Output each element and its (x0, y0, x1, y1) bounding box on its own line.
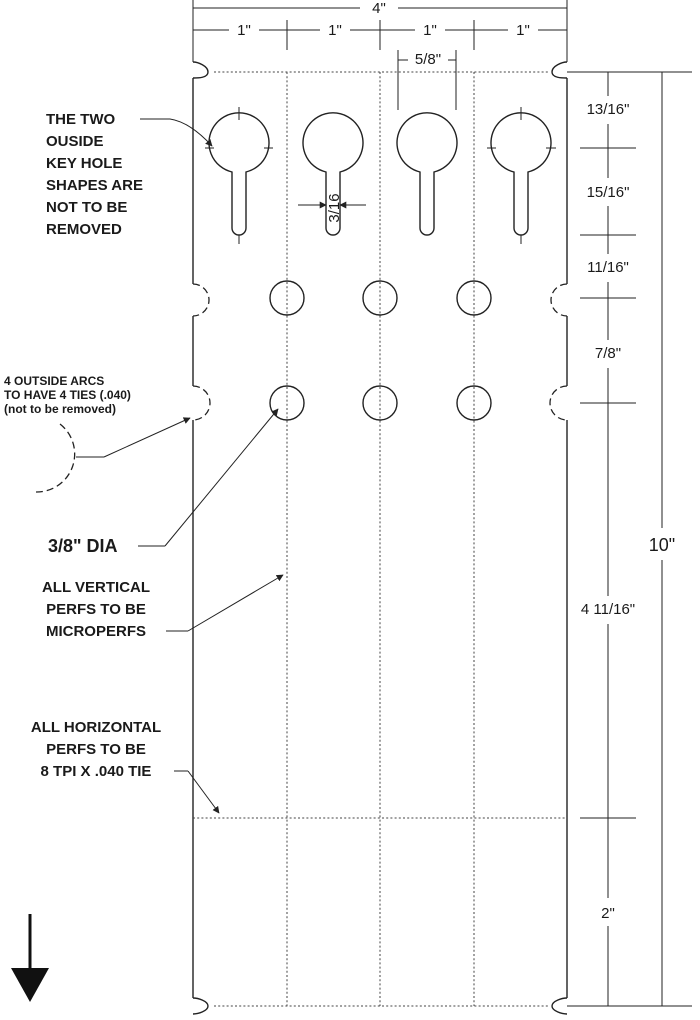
hole-row2-2 (362, 385, 398, 421)
slot-width-dimension: 3/16 (298, 193, 366, 223)
svg-text:4 OUTSIDE ARCS: 4 OUTSIDE ARCS (4, 374, 104, 388)
column-width-1: 1" (237, 22, 251, 39)
svg-text:PERFS TO BE: PERFS TO BE (46, 741, 146, 758)
overall-height-label: 10" (649, 535, 675, 555)
svg-text:(not to be removed): (not to be removed) (4, 402, 116, 416)
round-holes (269, 280, 492, 421)
svg-text:NOT TO BE: NOT TO BE (46, 199, 127, 216)
note-keyholes: THE TWO OUSIDE KEY HOLE SHAPES ARE NOT T… (46, 111, 213, 238)
vertical-perfs (286, 72, 475, 1006)
hole-row1-1 (269, 280, 305, 316)
slot-width-label: 3/16 (326, 193, 343, 222)
keyhole-4 (490, 112, 552, 236)
svg-text:MICROPERFS: MICROPERFS (46, 623, 146, 640)
note-arcs: 4 OUTSIDE ARCS TO HAVE 4 TIES (.040) (no… (4, 374, 191, 493)
svg-text:TO HAVE 4 TIES (.040): TO HAVE 4 TIES (.040) (4, 388, 131, 402)
svg-text:ALL VERTICAL: ALL VERTICAL (42, 579, 150, 596)
note-hole-dia: 3/8" DIA (48, 408, 279, 556)
svg-text:KEY HOLE: KEY HOLE (46, 155, 122, 172)
feed-direction-arrow-icon (11, 914, 49, 1002)
dim-7-8: 7/8" (595, 345, 621, 362)
hole-row2-3 (456, 385, 492, 421)
top-dimensions: 4" 1" 1" 1" 1" 5/8" (192, 0, 568, 110)
dim-11-16: 11/16" (587, 259, 629, 276)
svg-text:SHAPES ARE: SHAPES ARE (46, 177, 143, 194)
svg-text:PERFS TO BE: PERFS TO BE (46, 601, 146, 618)
hole-row1-3 (456, 280, 492, 316)
overall-width-label: 4" (372, 0, 386, 17)
dim-4-11-16: 4 11/16" (581, 601, 635, 618)
svg-text:3/8" DIA: 3/8" DIA (48, 536, 118, 556)
column-width-2: 1" (328, 22, 342, 39)
column-width-3: 1" (423, 22, 437, 39)
hole-row1-2 (362, 280, 398, 316)
dim-13-16: 13/16" (587, 101, 630, 118)
keyhole-spacing-label: 5/8" (415, 51, 441, 68)
strip-outline (192, 61, 568, 1015)
right-dimensions: 13/16" 15/16" 11/16" 7/8" 4 11/16" 2" 10… (567, 71, 692, 1007)
hole-row2-1 (269, 385, 305, 421)
column-width-4: 1" (516, 22, 530, 39)
svg-text:ALL HORIZONTAL: ALL HORIZONTAL (31, 719, 161, 736)
svg-text:8 TPI X .040 TIE: 8 TPI X .040 TIE (41, 763, 152, 780)
svg-text:THE TWO: THE TWO (46, 111, 115, 128)
note-vertical-perfs: ALL VERTICAL PERFS TO BE MICROPERFS (42, 574, 284, 640)
svg-text:OUSIDE: OUSIDE (46, 133, 104, 150)
dim-2: 2" (601, 905, 615, 922)
keyhole-2 (302, 112, 364, 236)
svg-text:REMOVED: REMOVED (46, 221, 122, 238)
keyhole-3 (396, 112, 458, 236)
dim-15-16: 15/16" (587, 184, 630, 201)
keyhole-1 (208, 112, 270, 236)
note-horizontal-perfs: ALL HORIZONTAL PERFS TO BE 8 TPI X .040 … (31, 719, 220, 814)
